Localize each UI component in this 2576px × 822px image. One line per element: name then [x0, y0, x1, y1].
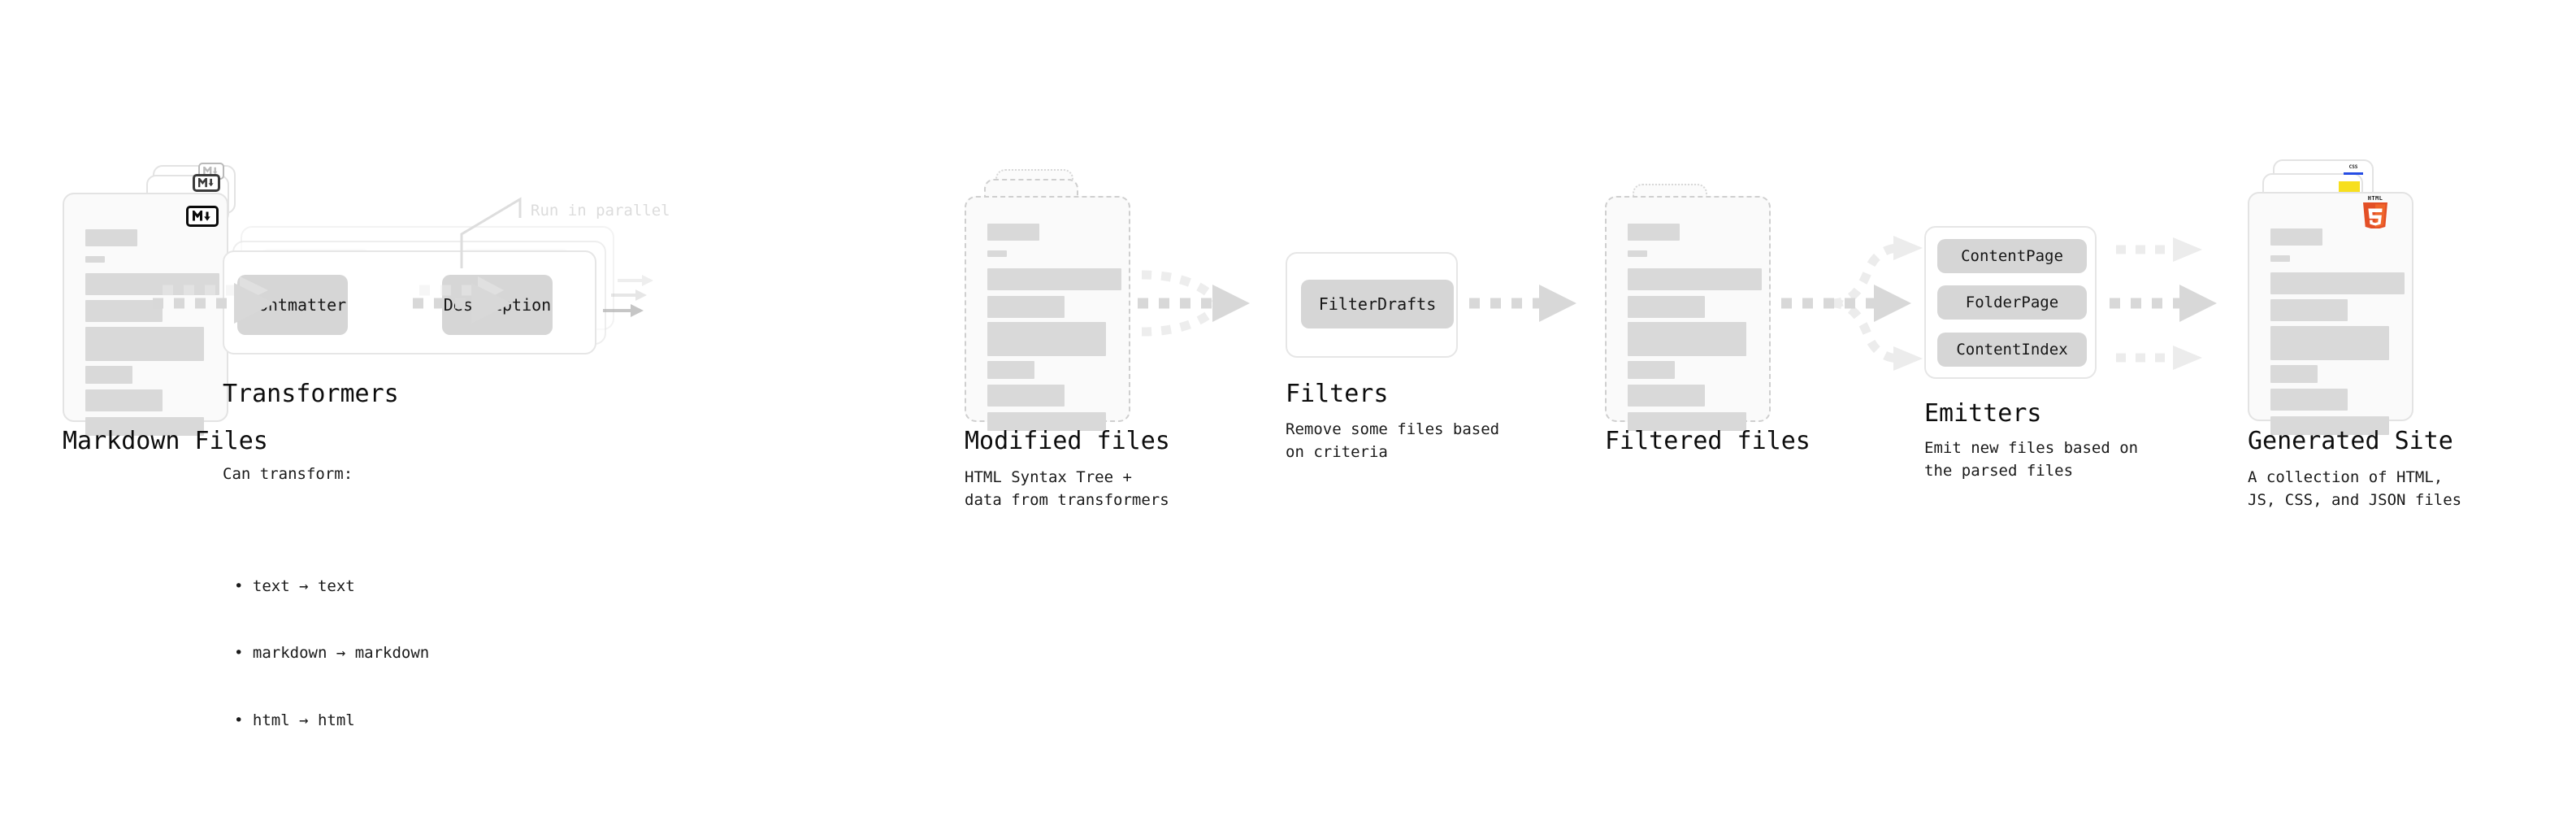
emitter-node-contentpage[interactable]: ContentPage — [1937, 239, 2087, 273]
skeleton-bar — [85, 229, 137, 246]
connector-filters-to-filtered — [1469, 285, 1576, 322]
skeleton-bar — [85, 366, 132, 384]
skeleton-bar — [987, 296, 1065, 318]
skeleton-bar — [2270, 228, 2322, 246]
transformers-description: Can transform: • text → text • markdown … — [223, 419, 429, 822]
skeleton-bar — [2270, 272, 2405, 294]
skeleton-bar — [987, 412, 1106, 431]
skeleton-bar — [987, 361, 1034, 379]
transform-rule: • text → text — [234, 576, 355, 595]
skeleton-bar — [2270, 389, 2348, 411]
emitter-node-folderpage[interactable]: FolderPage — [1937, 285, 2087, 320]
css-badge-icon: CSS — [2344, 164, 2363, 175]
skeleton-bar — [1628, 361, 1675, 379]
html5-wordmark: HTML — [2367, 195, 2383, 202]
transform-rule: • markdown → markdown — [234, 644, 430, 663]
js-badge-icon — [2339, 181, 2360, 194]
skeleton-bar — [1628, 322, 1746, 356]
stage-title-generated-site: Generated Site — [2248, 427, 2453, 455]
skeleton-bar — [2270, 365, 2318, 383]
css-wordmark: CSS — [2348, 164, 2358, 170]
stage-title-transformers: Transformers — [223, 380, 399, 408]
modified-card-front — [965, 196, 1130, 431]
skeleton-bar — [987, 268, 1121, 290]
html5-logo-icon: HTML — [2361, 195, 2389, 228]
skeleton-bar — [1628, 385, 1705, 407]
pipeline-diagram: Markdown Files Frontmatter Description R… — [63, 159, 2462, 729]
transformer-node-frontmatter[interactable]: Frontmatter — [237, 275, 348, 335]
skeleton-bar — [1628, 412, 1746, 431]
skeleton-bar — [1628, 268, 1762, 290]
filters-box: FilterDrafts — [1286, 252, 1458, 358]
stage-title-filtered-files: Filtered files — [1605, 427, 1811, 455]
generated-site-description: A collection of HTML, JS, CSS, and JSON … — [2248, 468, 2462, 509]
filters-description: Remove some files based on criteria — [1286, 420, 1500, 461]
skeleton-bar — [987, 250, 1007, 257]
connector-filtered-to-emitters — [1781, 236, 1923, 371]
skeleton-bar — [85, 389, 163, 411]
skeleton-bar — [2270, 416, 2389, 435]
skeleton-bar — [85, 417, 204, 436]
transformers-box-front: Frontmatter Description — [223, 250, 596, 354]
emitter-node-contentindex[interactable]: ContentIndex — [1937, 333, 2087, 367]
connector-emitters-to-site — [2110, 237, 2217, 370]
markdown-logo-mid — [193, 174, 220, 192]
skeleton-bar — [2270, 255, 2290, 262]
skeleton-bar — [85, 327, 204, 361]
transform-rules-list: • text → text • markdown → markdown • ht… — [234, 531, 429, 777]
skeleton-bar — [987, 224, 1039, 241]
transformers-parallel-annotation: Run in parallel — [531, 202, 670, 220]
skeleton-bar — [85, 256, 105, 263]
skeleton-bar — [85, 300, 163, 322]
skeleton-bar — [1628, 296, 1705, 318]
stage-title-modified-files: Modified files — [965, 427, 1170, 455]
transformer-node-description[interactable]: Description — [442, 275, 553, 335]
skeleton-bar — [2270, 299, 2348, 321]
generated-card-front — [2248, 192, 2413, 435]
stage-title-filters: Filters — [1286, 380, 1389, 408]
modified-files-description: HTML Syntax Tree + data from transformer… — [965, 468, 1169, 509]
skeleton-bar — [2270, 326, 2389, 360]
css-underline — [2344, 172, 2363, 175]
skeleton-bar — [1628, 224, 1680, 241]
transform-rule: • html → html — [234, 711, 355, 730]
filtered-card-front — [1605, 196, 1771, 431]
transformers-description-intro: Can transform: — [223, 465, 353, 484]
skeleton-bar — [987, 385, 1065, 407]
filter-node-filterdrafts[interactable]: FilterDrafts — [1301, 280, 1454, 328]
stage-title-emitters: Emitters — [1924, 399, 2042, 428]
skeleton-bar — [85, 273, 219, 295]
emitters-description: Emit new files based on the parsed files — [1924, 439, 2139, 480]
markdown-card-front — [63, 193, 228, 436]
skeleton-bar — [1628, 250, 1647, 257]
connector-modified-to-filters — [1138, 270, 1250, 337]
skeleton-bar — [987, 322, 1106, 356]
emitters-box: ContentPage FolderPage ContentIndex — [1924, 226, 2097, 379]
stage-title-markdown-files: Markdown Files — [63, 427, 268, 455]
markdown-logo-icon — [186, 206, 219, 227]
